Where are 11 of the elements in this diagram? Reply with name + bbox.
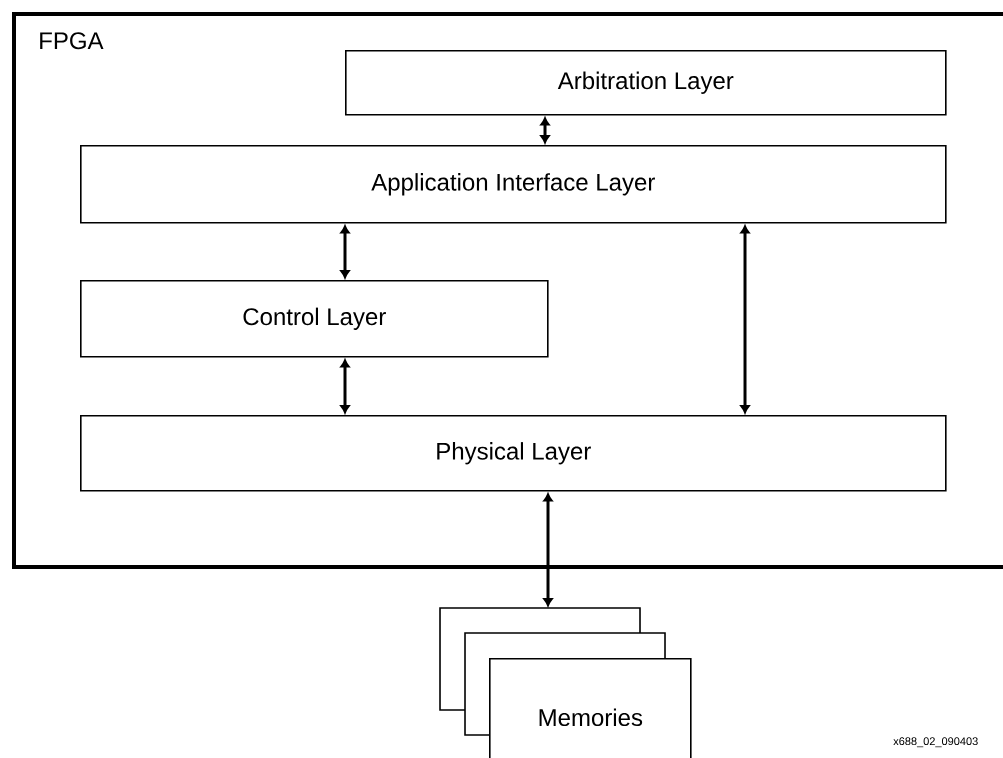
arrow (540, 117, 550, 144)
memory-stack: Memories (439, 607, 692, 758)
arrow (740, 225, 750, 414)
layer-box: Physical Layer (80, 415, 947, 492)
arrow (340, 359, 350, 414)
arrow (340, 225, 350, 279)
figure-id: x688_02_090403 (893, 737, 978, 748)
arrow (543, 493, 553, 607)
layer-box: Application Interface Layer (80, 145, 947, 224)
layer-box: Arbitration Layer (345, 50, 947, 116)
layer-box: Control Layer (80, 280, 549, 358)
